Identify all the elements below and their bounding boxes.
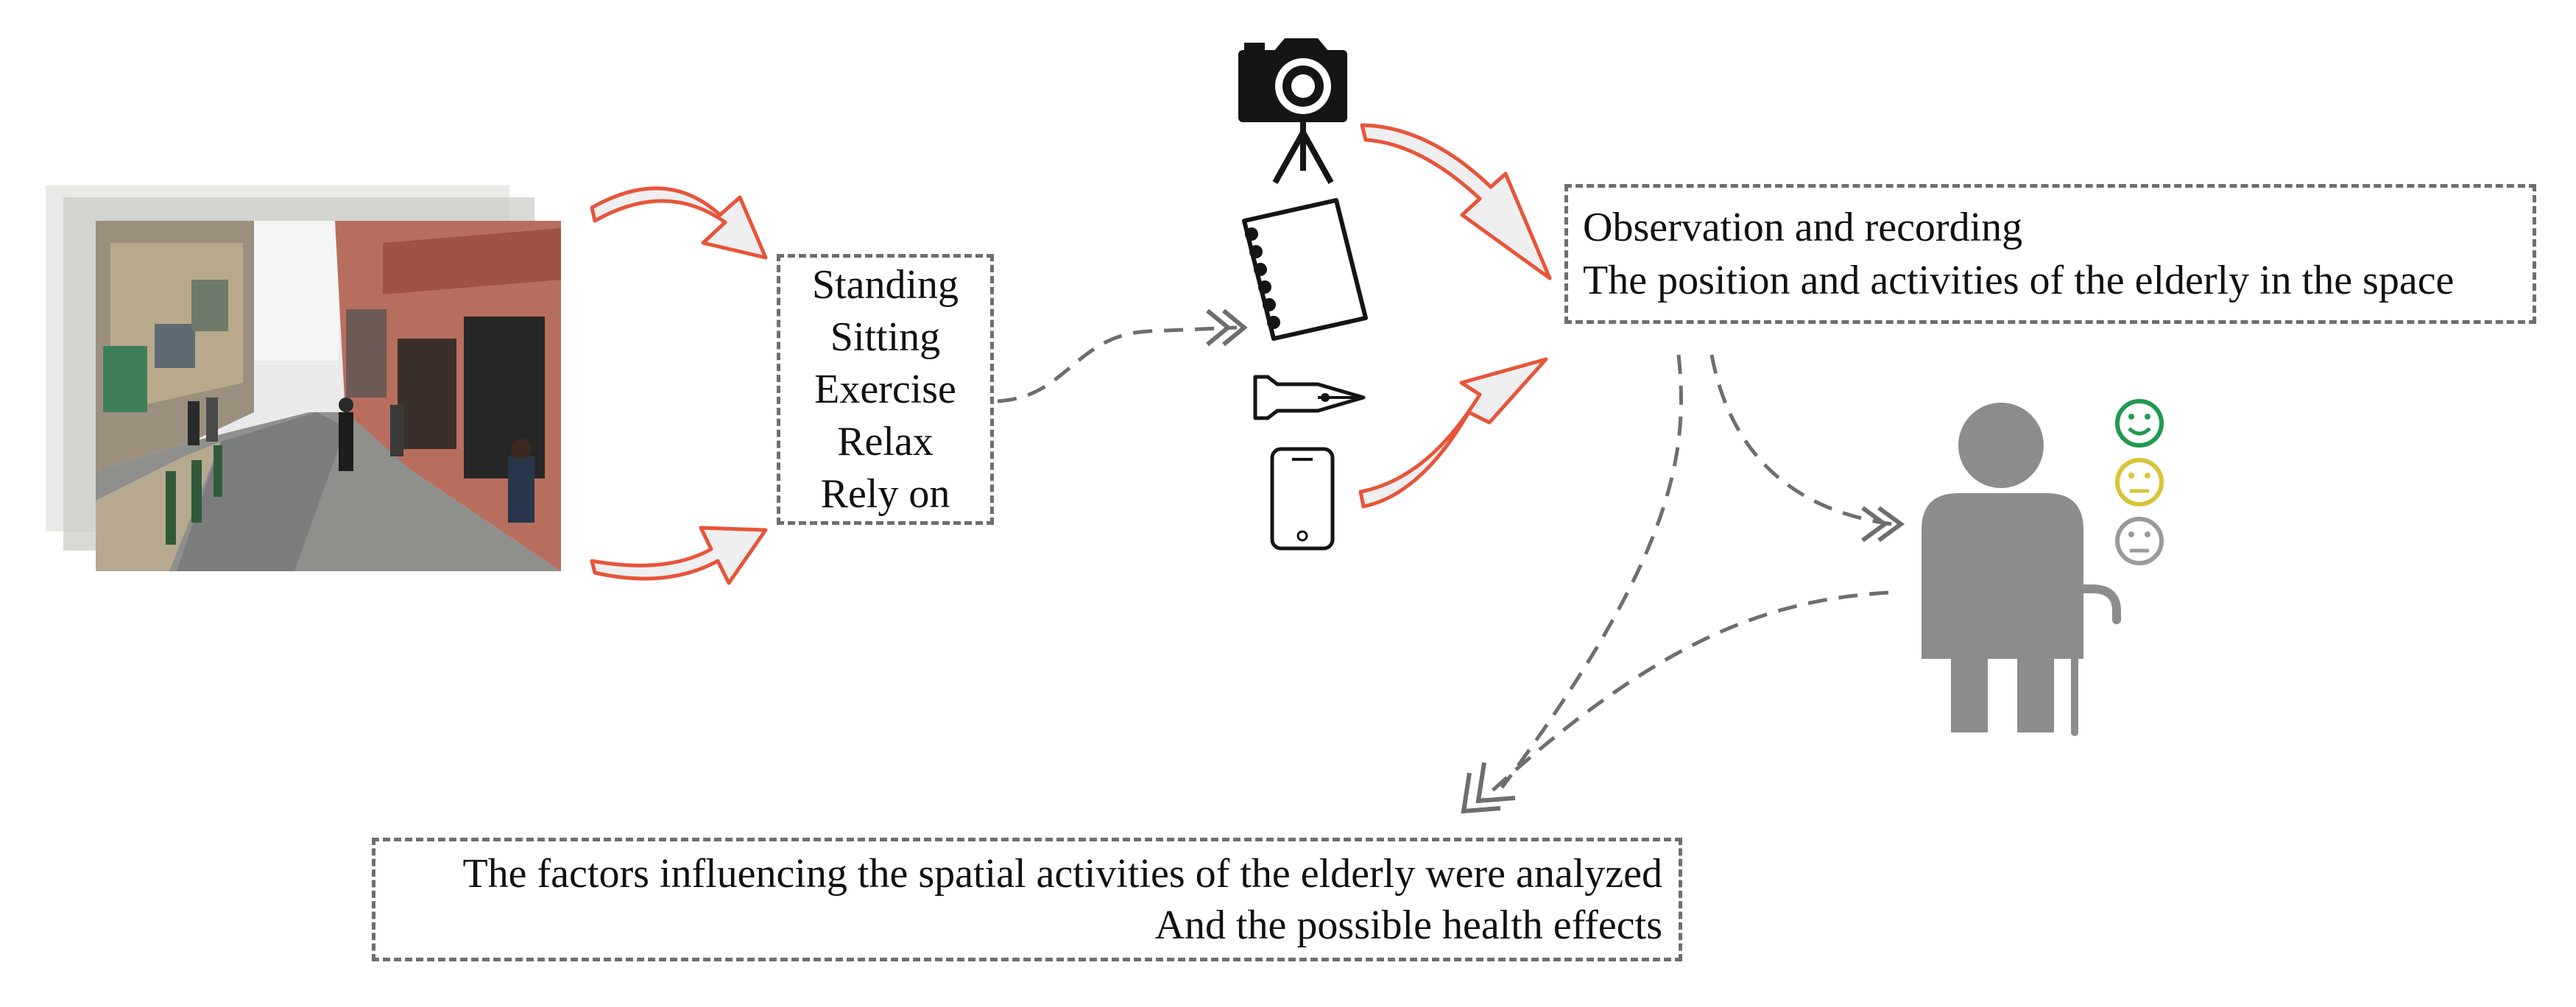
dashed-connector-elderly-to-conclusion bbox=[1482, 590, 1889, 800]
pen-icon bbox=[1253, 375, 1366, 420]
elderly-person-cane-icon bbox=[1922, 403, 2121, 736]
conclusion-box: The factors influencing the spatial acti… bbox=[372, 838, 1682, 961]
camera-tripod-icon bbox=[1238, 38, 1347, 184]
smartphone-icon bbox=[1270, 447, 1335, 551]
observation-title: Observation and recording bbox=[1583, 205, 2023, 250]
dashed-connector-to-tools bbox=[997, 325, 1238, 403]
activities-box: Standing Sitting Exercise Relax Rely on bbox=[777, 254, 994, 525]
conclusion-line-1: The factors influencing the spatial acti… bbox=[462, 851, 1662, 897]
notebook-icon bbox=[1242, 198, 1368, 341]
dashed-connector-to-elderly bbox=[1709, 354, 1893, 526]
observation-description: The position and activities of the elder… bbox=[1583, 258, 2455, 303]
observation-box: Observation and recording The position a… bbox=[1564, 184, 2536, 324]
sad-face-icon bbox=[2115, 517, 2164, 565]
neutral-face-icon bbox=[2115, 458, 2164, 506]
red-arrow-upper bbox=[590, 186, 768, 260]
double-chevron-icon bbox=[1206, 308, 1232, 347]
dashed-connector-observation-to-conclusion bbox=[1500, 354, 1683, 789]
red-arrow-camera-to-observation bbox=[1360, 123, 1552, 280]
street-photo bbox=[46, 186, 561, 571]
happy-face-icon bbox=[2115, 399, 2164, 448]
activity-rely-on: Rely on bbox=[820, 470, 950, 517]
double-chevron-icon bbox=[1861, 506, 1889, 543]
activity-exercise: Exercise bbox=[814, 366, 956, 412]
activity-standing: Standing bbox=[811, 261, 959, 308]
double-chevron-icon bbox=[1461, 772, 1501, 814]
photo-front bbox=[96, 221, 561, 571]
red-arrow-phone-to-observation bbox=[1358, 357, 1548, 509]
activity-relax: Relax bbox=[837, 418, 934, 464]
conclusion-line-2: And the possible health effects bbox=[1154, 902, 1662, 948]
red-arrow-lower bbox=[590, 526, 768, 585]
activity-sitting: Sitting bbox=[830, 314, 941, 360]
